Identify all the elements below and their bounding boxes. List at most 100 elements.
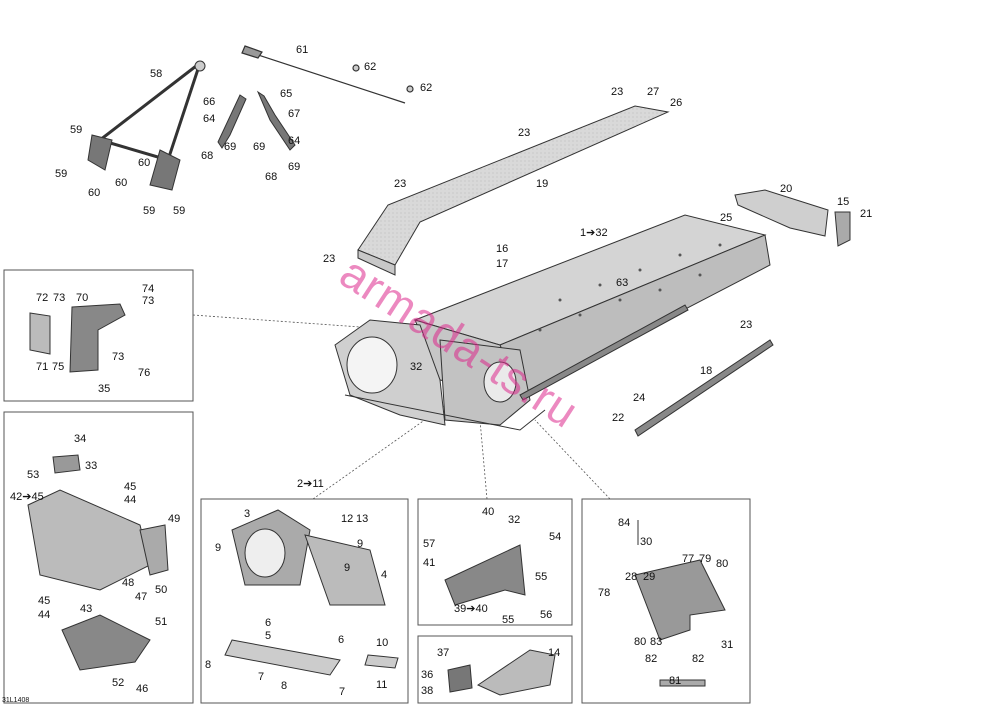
callout-59-c: 59: [143, 205, 156, 217]
diagram-code: 31L1408: [2, 697, 30, 704]
callout-64-right: 64: [288, 135, 301, 147]
callout-15: 15: [837, 196, 850, 208]
callout-42-45: 42➔45: [10, 491, 44, 503]
callout-11: 11: [376, 679, 388, 691]
callout-7-a: 7: [258, 671, 265, 683]
callout-41: 41: [423, 557, 436, 569]
callout-27: 27: [647, 86, 660, 98]
callout-57: 57: [423, 538, 436, 550]
callout-23-b: 23: [518, 127, 531, 139]
callout-8-b: 8: [281, 680, 288, 692]
callout-79: 79: [699, 553, 712, 565]
steering-support-frame: [87, 60, 206, 191]
callout-23-e: 23: [740, 319, 753, 331]
callout-68-a: 68: [201, 150, 214, 162]
callout-2-11: 2➔11: [297, 478, 324, 490]
callout-36: 36: [421, 669, 434, 681]
callout-62-top: 62: [364, 61, 377, 73]
callout-30: 30: [640, 536, 653, 548]
callout-52: 52: [112, 677, 125, 689]
detail-frames: [3, 269, 751, 704]
callout-83: 83: [650, 636, 663, 648]
callout-43: 43: [80, 603, 93, 615]
callout-31: 31: [721, 639, 734, 651]
callout-64-left: 64: [203, 113, 216, 125]
callout-13: 13: [356, 513, 369, 525]
callout-73-b: 73: [53, 292, 66, 304]
callout-39-40: 39➔40: [454, 603, 488, 615]
callout-53: 53: [27, 469, 40, 481]
callout-73-c: 73: [112, 351, 125, 363]
callout-69-c: 69: [288, 161, 301, 173]
callout-34: 34: [74, 433, 87, 445]
callout-45-a: 45: [124, 481, 137, 493]
callout-23-d: 23: [323, 253, 336, 265]
callout-55-a: 55: [535, 571, 548, 583]
callout-75: 75: [52, 361, 65, 373]
callout-4: 4: [381, 569, 388, 581]
callout-80-bottom: 80: [634, 636, 647, 648]
callout-60-b: 60: [115, 177, 128, 189]
detail-skid-14: [476, 649, 556, 696]
callout-14: 14: [548, 647, 561, 659]
callout-60-a: 60: [138, 157, 151, 169]
callout-59-d: 59: [173, 205, 186, 217]
callout-19: 19: [536, 178, 549, 190]
callout-46: 46: [136, 683, 149, 695]
callout-23-a: 23: [611, 86, 624, 98]
callout-24: 24: [633, 392, 646, 404]
callout-20: 20: [780, 183, 793, 195]
steering-arms: [217, 90, 296, 151]
callout-9-b: 9: [357, 538, 364, 550]
callout-68-b: 68: [265, 171, 278, 183]
callout-9-c: 9: [344, 562, 351, 574]
callout-1-32: 1➔32: [580, 227, 608, 239]
callout-5: 5: [265, 630, 272, 642]
callout-74: 74: [142, 283, 155, 295]
callout-26: 26: [670, 97, 683, 109]
steering-shaft: [241, 45, 414, 104]
callout-28: 28: [625, 571, 638, 583]
front-bulkhead: [334, 319, 546, 431]
callout-71: 71: [36, 361, 49, 373]
callout-82-right: 82: [692, 653, 705, 665]
detail-bracket-77: [634, 520, 726, 687]
callout-32-main: 32: [410, 361, 423, 373]
callout-78: 78: [598, 587, 611, 599]
callout-56: 56: [540, 609, 553, 621]
detail-bracket-70: [29, 303, 126, 373]
callout-70: 70: [76, 292, 89, 304]
callout-60-c: 60: [88, 187, 101, 199]
callout-6-a: 6: [265, 617, 272, 629]
callout-50: 50: [155, 584, 168, 596]
callout-51: 51: [155, 616, 168, 628]
callout-32-detail: 32: [508, 514, 521, 526]
callout-45-b: 45: [38, 595, 51, 607]
callout-82-left: 82: [645, 653, 658, 665]
callout-40: 40: [482, 506, 495, 518]
callout-80-top: 80: [716, 558, 729, 570]
reinforcement-plate: [734, 189, 829, 237]
bracket-15: [834, 211, 851, 247]
callout-69-b: 69: [253, 141, 266, 153]
callout-7-b: 7: [339, 686, 346, 698]
callout-59-a: 59: [70, 124, 83, 136]
callout-47: 47: [135, 591, 148, 603]
callout-29: 29: [643, 571, 656, 583]
slide-rail: [634, 339, 774, 437]
callout-9-a: 9: [215, 542, 222, 554]
callout-54: 54: [549, 531, 562, 543]
callout-35: 35: [98, 383, 111, 395]
detail-bracket-42: [27, 454, 169, 671]
callout-81: 81: [669, 675, 682, 687]
callout-65: 65: [280, 88, 293, 100]
callout-63: 63: [616, 277, 629, 289]
callout-16: 16: [496, 243, 509, 255]
callout-69-a: 69: [224, 141, 237, 153]
callout-44-a: 44: [124, 494, 137, 506]
detail-bulkhead: [224, 509, 399, 676]
callout-66: 66: [203, 96, 216, 108]
callout-44-b: 44: [38, 609, 51, 621]
callout-55-b: 55: [502, 614, 515, 626]
